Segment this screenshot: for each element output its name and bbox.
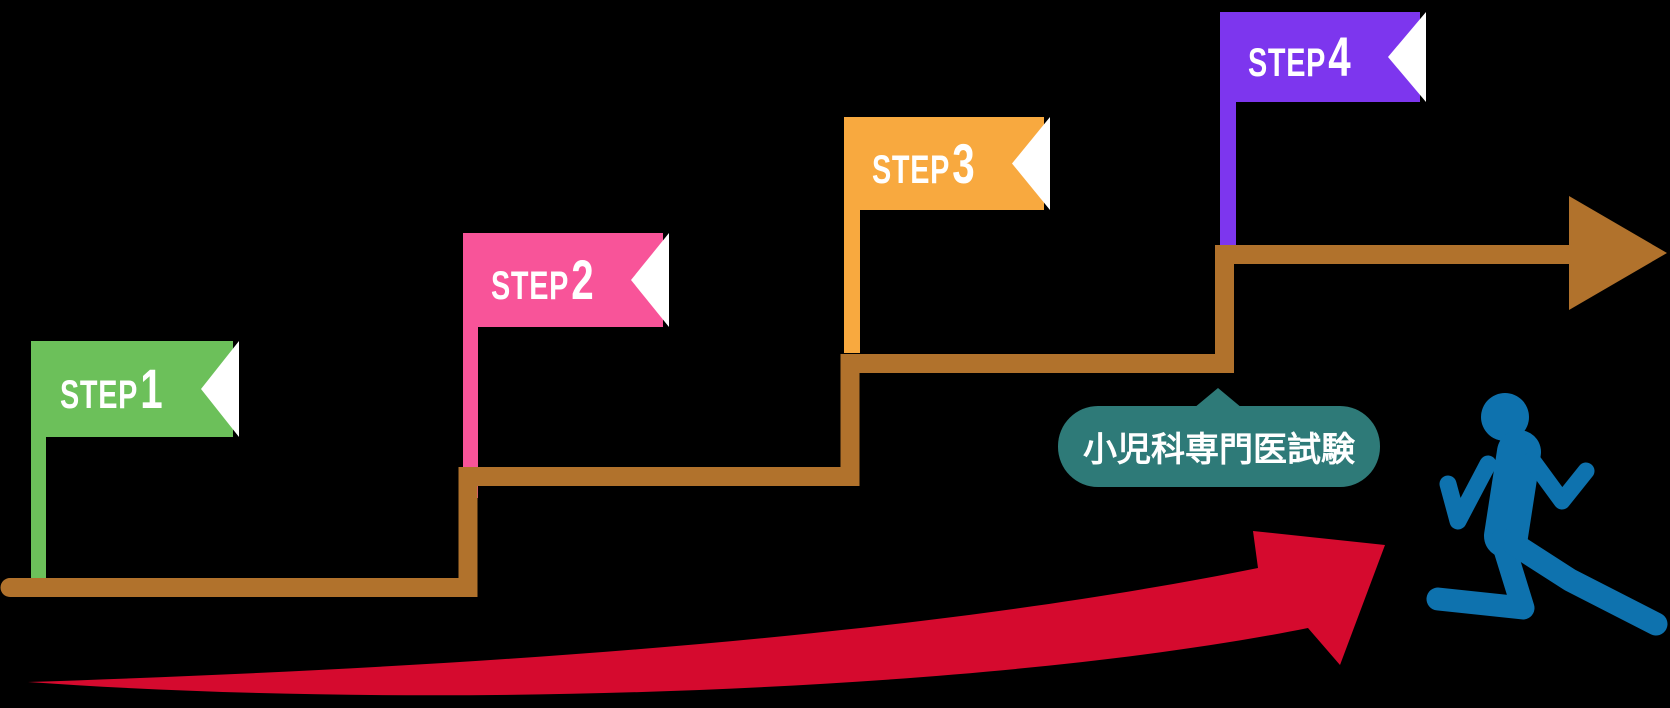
- runner-front-arm: [1523, 451, 1595, 510]
- flag-step2-label: STEP 2: [491, 252, 594, 308]
- staircase-arrowhead-icon: [1569, 196, 1667, 310]
- step-number: 1: [139, 357, 163, 420]
- flag-notch-icon: [1388, 12, 1426, 102]
- step-word: STEP: [490, 264, 569, 308]
- swoosh-arrow-icon: [28, 531, 1385, 696]
- flag-notch-icon: [1012, 117, 1050, 210]
- exam-callout: 小児科専門医試験: [1058, 406, 1380, 487]
- step-number: 2: [570, 248, 594, 311]
- flag-step4: STEP 4: [1220, 12, 1426, 102]
- runner-back-leg: [1502, 532, 1668, 636]
- step-number: 3: [951, 131, 975, 195]
- flag-step1: STEP 1: [31, 341, 239, 437]
- step-number: 4: [1327, 25, 1351, 88]
- exam-callout-text: 小児科専門医試験: [1083, 431, 1355, 469]
- flag-notch-icon: [201, 341, 239, 437]
- flag-step3-label: STEP 3: [871, 131, 975, 195]
- flag-step2: STEP 2: [463, 233, 669, 327]
- flag-step4-label: STEP 4: [1248, 29, 1351, 85]
- runner-torso: [1484, 430, 1541, 558]
- step-word: STEP: [1247, 41, 1326, 85]
- runner-folded-leg: [1426, 528, 1535, 620]
- flag-step3: STEP 3: [844, 117, 1050, 210]
- flag-notch-icon: [631, 233, 669, 327]
- step-word: STEP: [59, 373, 138, 417]
- runner-head: [1481, 393, 1529, 441]
- staircase-line: [0, 245, 1582, 597]
- runner-icon: [1426, 393, 1668, 636]
- flag-step1-label: STEP 1: [60, 361, 163, 417]
- runner-rear-arm: [1439, 455, 1497, 530]
- step-word: STEP: [871, 147, 950, 192]
